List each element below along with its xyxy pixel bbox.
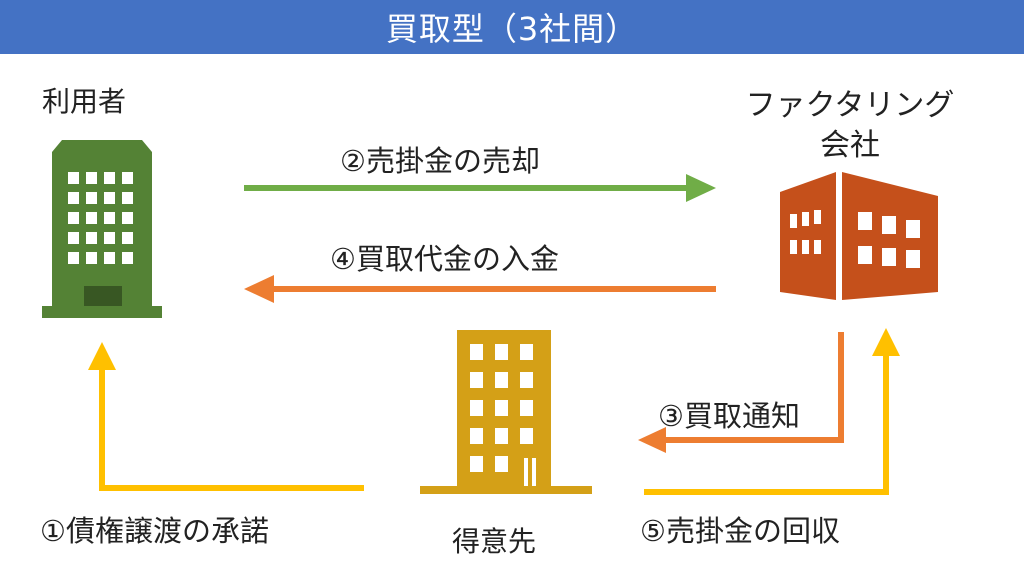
flow-label-step4: ④買取代金の入金 [330,242,559,276]
customer-building-icon [420,330,592,494]
arrow-purchase-payment [244,275,716,303]
flow-label-step1: ①債権譲渡の承諾 [40,514,269,548]
customer-label: 得意先 [452,525,537,558]
flow-label-step5: ⑤売掛金の回収 [640,514,840,548]
factoring-label-line1: ファクタリング [745,88,955,123]
user-label: 利用者 [42,85,127,118]
user-building-icon [42,140,162,318]
arrow-collection [644,328,900,495]
arrow-assignment-consent [88,342,364,491]
flow-label-step2: ②売掛金の売却 [340,144,540,178]
factoring-building-icon [780,172,938,300]
factoring-label-line2: 会社 [820,128,880,163]
arrow-purchase-notice [638,332,844,453]
diagram-title: 買取型（3社間） [385,10,639,48]
factoring-company-label: ファクタリング 会社 [730,86,970,166]
flow-label-step3: ③買取通知 [658,399,800,433]
arrow-sale-of-receivables [244,174,716,202]
title-bar: 買取型（3社間） [0,0,1024,54]
